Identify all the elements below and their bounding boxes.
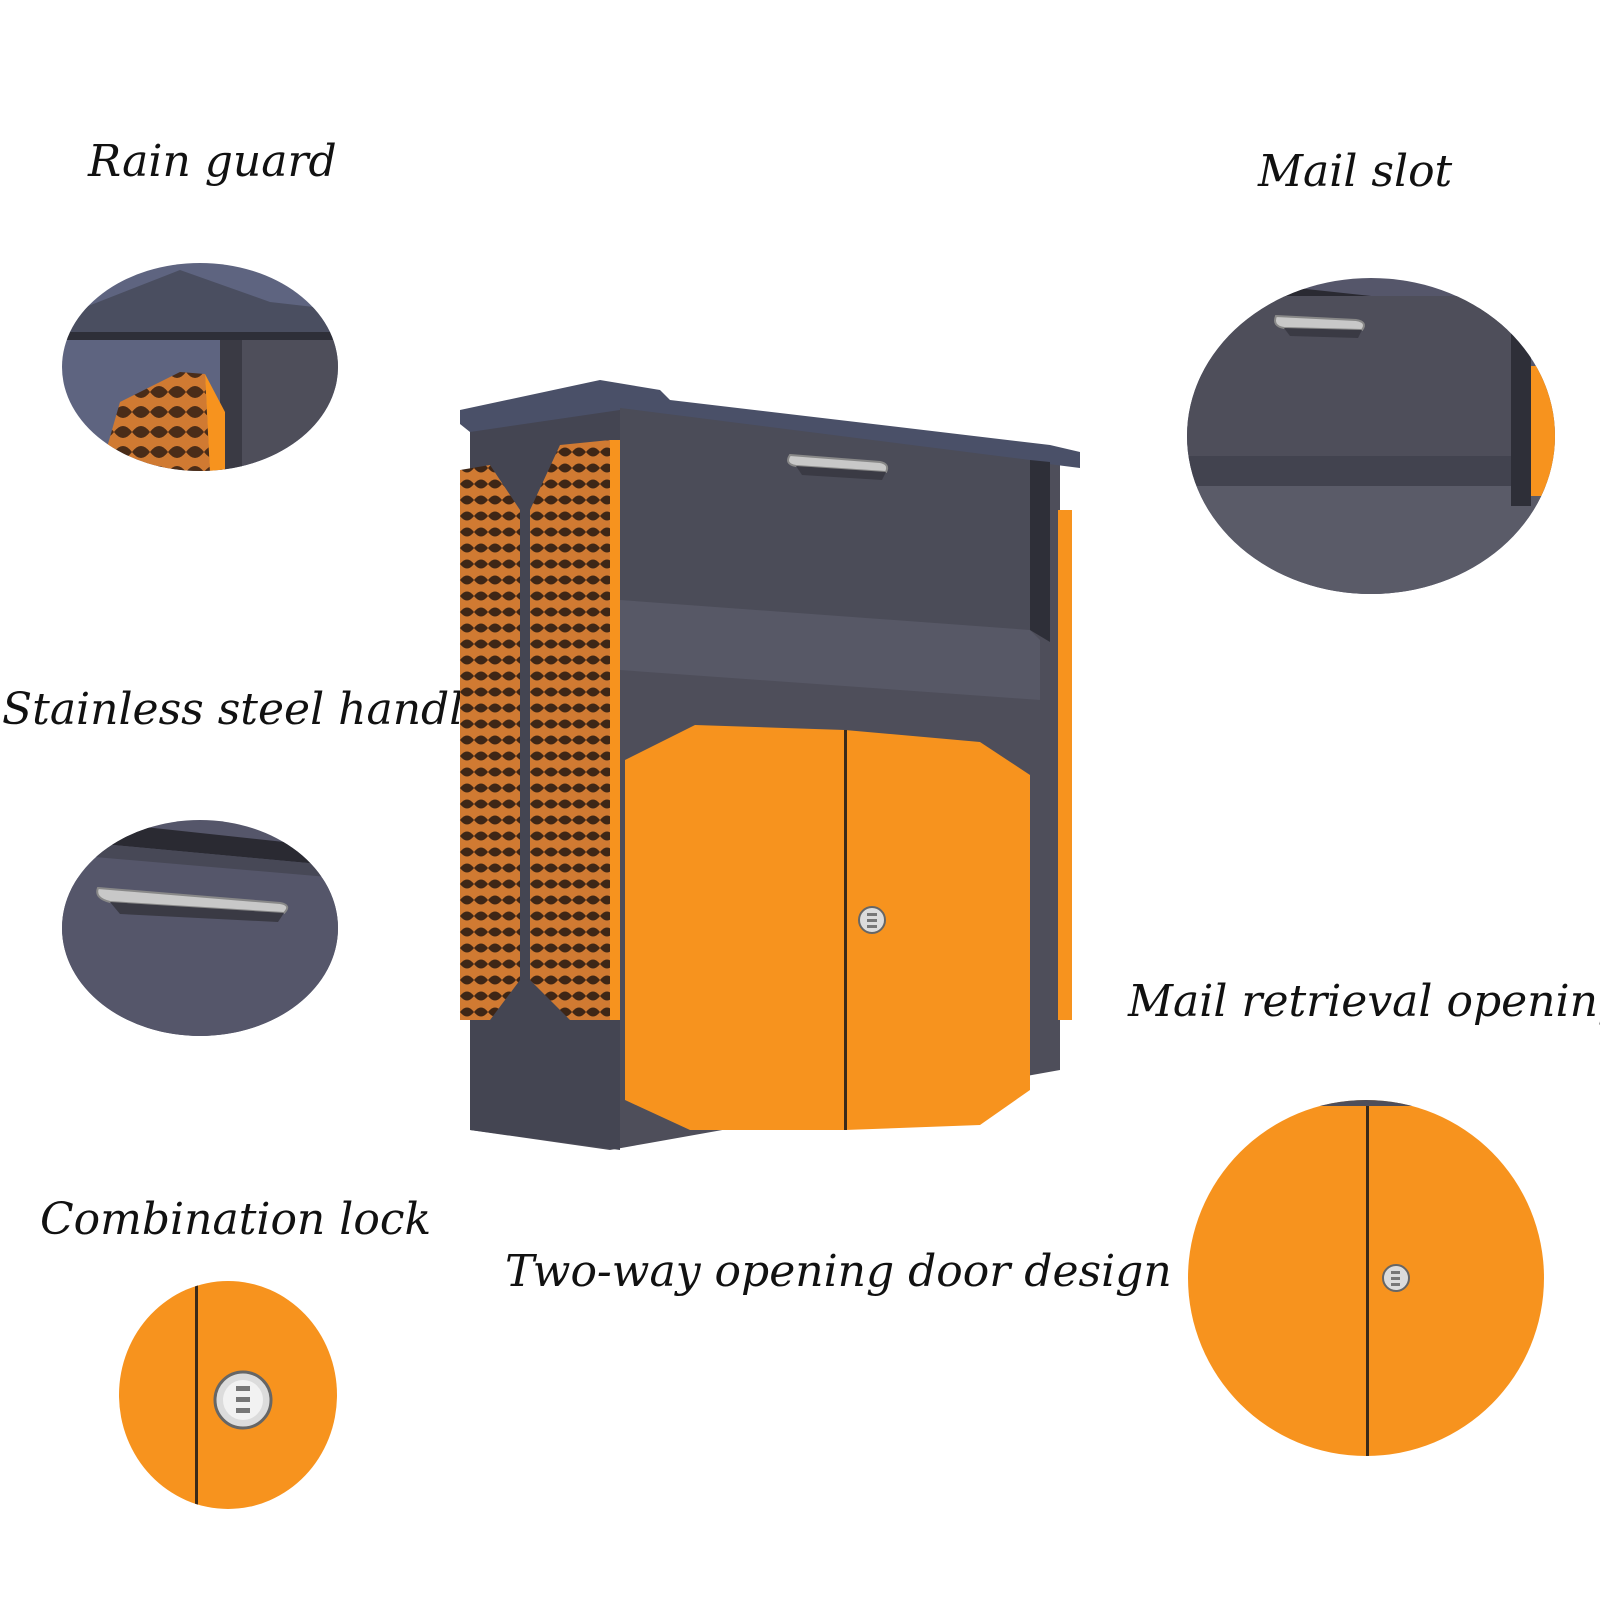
retrieval-zoom xyxy=(1186,1098,1546,1458)
rain-guard-label: Rain guard xyxy=(88,136,337,187)
lock-zoom xyxy=(118,1280,338,1510)
retrieval-label: Mail retrieval opening xyxy=(1128,976,1600,1027)
handle-label: Stainless steel handle xyxy=(2,684,490,735)
handle-zoom xyxy=(60,818,340,1038)
mail-slot-label: Mail slot xyxy=(1258,146,1453,197)
rain-guard-zoom xyxy=(60,262,340,472)
mailbox-product-image xyxy=(460,380,1100,1180)
door-design-label: Two-way opening door design xyxy=(505,1246,1172,1297)
mail-slot-zoom xyxy=(1186,276,1556,596)
lock-label: Combination lock xyxy=(40,1194,432,1245)
